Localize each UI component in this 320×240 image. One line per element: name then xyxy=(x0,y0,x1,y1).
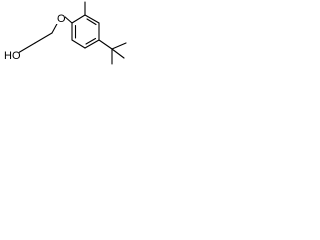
tert-butyl-methyl-bond-1 xyxy=(111,42,127,50)
hydroxyl-label-mask xyxy=(3,49,19,61)
tert-butyl-methyl-bond-3 xyxy=(111,48,125,59)
ring-bond-4-5 xyxy=(84,39,100,49)
ring-bond-5-6 xyxy=(71,39,86,49)
bond-ether-oxygen-ring xyxy=(63,15,73,24)
ether-oxygen-label-mask xyxy=(56,12,65,24)
hydroxyl-label: HO xyxy=(4,50,21,62)
bond-ch2-ch2 xyxy=(34,32,53,44)
ring-bond-1-2 xyxy=(71,14,86,24)
ring-bond-2-3 xyxy=(84,14,100,24)
ether-oxygen-label: O xyxy=(57,13,66,25)
ring-double-bond-b xyxy=(85,37,97,45)
ring-double-bond-a xyxy=(86,18,97,26)
tert-butyl-attachment-bond xyxy=(98,39,113,50)
bond-hydroxyl-ch2 xyxy=(17,42,36,54)
chemical-structure-diagram: HO O xyxy=(3,1,127,65)
